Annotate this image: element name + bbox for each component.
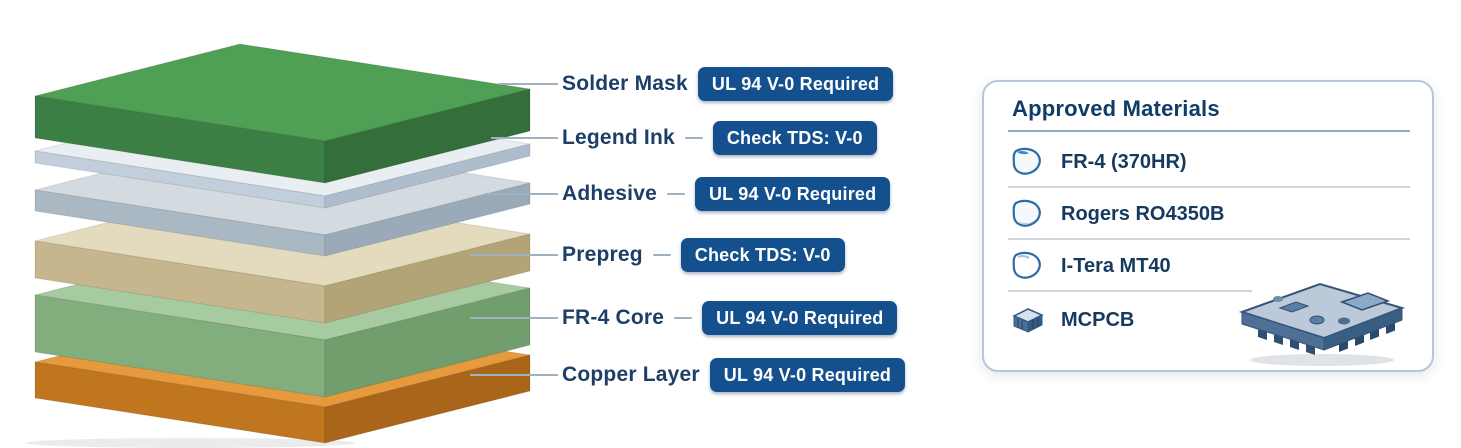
compliance-badge: UL 94 V-0 Required — [697, 67, 894, 101]
material-label: MCPCB — [1061, 308, 1135, 331]
layer-row-fr4-core: FR-4 Core UL 94 V-0 Required — [558, 301, 898, 335]
droplet-icon — [1010, 146, 1046, 178]
title-underline — [1008, 130, 1410, 132]
fr4-side-face — [324, 287, 531, 398]
copper-side-face — [324, 354, 531, 444]
material-item-mcpcb: MCPCB — [1010, 298, 1134, 342]
pcb-chip-illustration — [1238, 282, 1406, 366]
connector-line — [684, 136, 703, 140]
compliance-badge: Check TDS: V-0 — [712, 121, 877, 155]
material-item-fr4: FR-4 (370HR) — [1010, 140, 1187, 184]
prepreg-side-face — [324, 233, 531, 324]
layer-label: Solder Mask — [562, 72, 688, 95]
layer-row-solder-mask: Solder Mask UL 94 V-0 Required — [558, 67, 894, 101]
layer-label: Prepreg — [562, 243, 643, 266]
approved-materials-card: Approved Materials FR-4 (370HR) Rogers R… — [982, 80, 1434, 372]
compliance-badge: UL 94 V-0 Required — [702, 301, 898, 335]
material-label: I-Tera MT40 — [1061, 254, 1171, 277]
connector-line — [674, 316, 693, 320]
layer-row-legend-ink: Legend Ink Check TDS: V-0 — [558, 121, 877, 155]
layer-label: Legend Ink — [562, 126, 675, 149]
compliance-badge: UL 94 V-0 Required — [709, 358, 906, 392]
connector-line — [652, 253, 671, 257]
material-label: FR-4 (370HR) — [1061, 150, 1187, 173]
row-separator — [1008, 290, 1252, 292]
adhesive-side-face — [324, 182, 531, 257]
material-item-rogers: Rogers RO4350B — [1010, 192, 1224, 236]
stack-shadow — [25, 438, 355, 448]
mcpcb-block-icon — [1010, 304, 1046, 336]
connector-line — [666, 192, 685, 196]
layer-label: Adhesive — [562, 182, 657, 205]
solder-mask-layer-shape — [34, 43, 531, 184]
layer-label: FR-4 Core — [562, 306, 665, 329]
leader-lines — [470, 83, 558, 376]
layer-label: Copper Layer — [562, 363, 700, 386]
row-separator — [1008, 186, 1410, 188]
card-title: Approved Materials — [1012, 96, 1220, 121]
layer-row-prepreg: Prepreg Check TDS: V-0 — [558, 238, 845, 272]
compliance-badge: Check TDS: V-0 — [680, 238, 845, 272]
layer-row-adhesive: Adhesive UL 94 V-0 Required — [558, 177, 891, 211]
row-separator — [1008, 238, 1410, 240]
layer-row-copper: Copper Layer UL 94 V-0 Required — [558, 358, 906, 392]
droplet-icon — [1010, 198, 1046, 230]
legend-ink-side-face — [324, 143, 531, 209]
droplet-icon — [1010, 250, 1046, 282]
material-item-itera: I-Tera MT40 — [1010, 244, 1171, 288]
solder-mask-side-face — [324, 88, 531, 184]
compliance-badge: UL 94 V-0 Required — [694, 177, 891, 211]
material-label: Rogers RO4350B — [1061, 202, 1225, 225]
